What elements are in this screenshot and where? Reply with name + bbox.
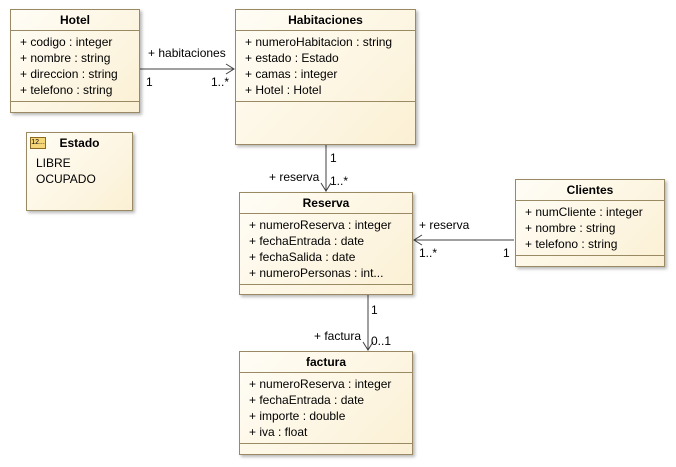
hotel-habitaciones-arrowhead <box>225 63 235 75</box>
class-hotel-attributes: + codigo : integer + nombre : string + d… <box>11 31 139 102</box>
class-factura-name: factura <box>240 352 412 373</box>
clientes-reserva-arrowhead <box>413 234 423 246</box>
attribute: + numeroReserva : integer <box>249 218 392 232</box>
attribute: + Hotel : Hotel <box>245 83 322 97</box>
role-label: + reserva <box>269 170 320 184</box>
attribute: + fechaEntrada : date <box>249 234 365 248</box>
class-factura-attributes: + numeroReserva : integer + fechaEntrada… <box>240 373 412 444</box>
attribute: + fechaEntrada : date <box>249 393 365 407</box>
class-habitaciones-attributes: + numeroHabitacion : string + estado : E… <box>236 31 415 102</box>
attribute: + numCliente : integer <box>525 205 643 219</box>
multiplicity-label: 1 <box>330 151 337 165</box>
enumeration-literals: LIBRE OCUPADO <box>27 153 132 187</box>
class-hotel[interactable]: Hotel + codigo : integer + nombre : stri… <box>10 9 140 113</box>
multiplicity-label: 1 <box>146 75 153 89</box>
class-factura[interactable]: factura + numeroReserva : integer + fech… <box>239 351 413 455</box>
enum-literal: LIBRE <box>36 156 71 170</box>
multiplicity-label: 0..1 <box>371 334 392 348</box>
attribute: + numeroPersonas : int... <box>249 266 384 280</box>
reserva-factura-arrowhead <box>362 341 374 351</box>
class-clientes-name: Clientes <box>516 180 664 201</box>
enumeration-estado-name: Estado <box>59 136 100 150</box>
multiplicity-label: 1 <box>371 303 378 317</box>
class-habitaciones-name: Habitaciones <box>236 10 415 31</box>
attribute: + direccion : string <box>20 67 118 81</box>
habitaciones-reserva-arrowhead <box>320 182 332 192</box>
class-clientes-attributes: + numCliente : integer + nombre : string… <box>516 201 664 256</box>
enumeration-estado-header: 12... Estado <box>27 133 132 153</box>
attribute: + fechaSalida : date <box>249 250 356 264</box>
role-label: + factura <box>314 329 362 343</box>
enum-literal: OCUPADO <box>36 172 96 186</box>
attribute: + importe : double <box>249 409 346 423</box>
multiplicity-label: 1..* <box>419 246 438 260</box>
class-habitaciones[interactable]: Habitaciones + numeroHabitacion : string… <box>235 9 416 145</box>
multiplicity-label: 1 <box>503 246 510 260</box>
class-clientes[interactable]: Clientes + numCliente : integer + nombre… <box>515 179 665 267</box>
multiplicity-label: 1..* <box>330 174 349 188</box>
multiplicity-label: 1..* <box>211 75 230 89</box>
attribute: + nombre : string <box>525 221 616 235</box>
attribute: + numeroReserva : integer <box>249 377 392 391</box>
attribute: + estado : Estado <box>245 51 339 65</box>
attribute: + camas : integer <box>245 67 338 81</box>
enumeration-icon: 12... <box>30 137 46 149</box>
class-reserva-name: Reserva <box>240 193 412 214</box>
role-label: + reserva <box>419 218 470 232</box>
attribute: + codigo : integer <box>20 35 113 49</box>
enumeration-estado[interactable]: 12... Estado LIBRE OCUPADO <box>26 132 133 211</box>
attribute: + telefono : string <box>525 237 618 251</box>
attribute: + telefono : string <box>20 83 113 97</box>
class-reserva-attributes: + numeroReserva : integer + fechaEntrada… <box>240 214 412 285</box>
class-hotel-name: Hotel <box>11 10 139 31</box>
class-reserva[interactable]: Reserva + numeroReserva : integer + fech… <box>239 192 413 295</box>
attribute: + iva : float <box>249 425 308 439</box>
attribute: + numeroHabitacion : string <box>245 35 393 49</box>
attribute: + nombre : string <box>20 51 111 65</box>
role-label: + habitaciones <box>148 46 226 60</box>
